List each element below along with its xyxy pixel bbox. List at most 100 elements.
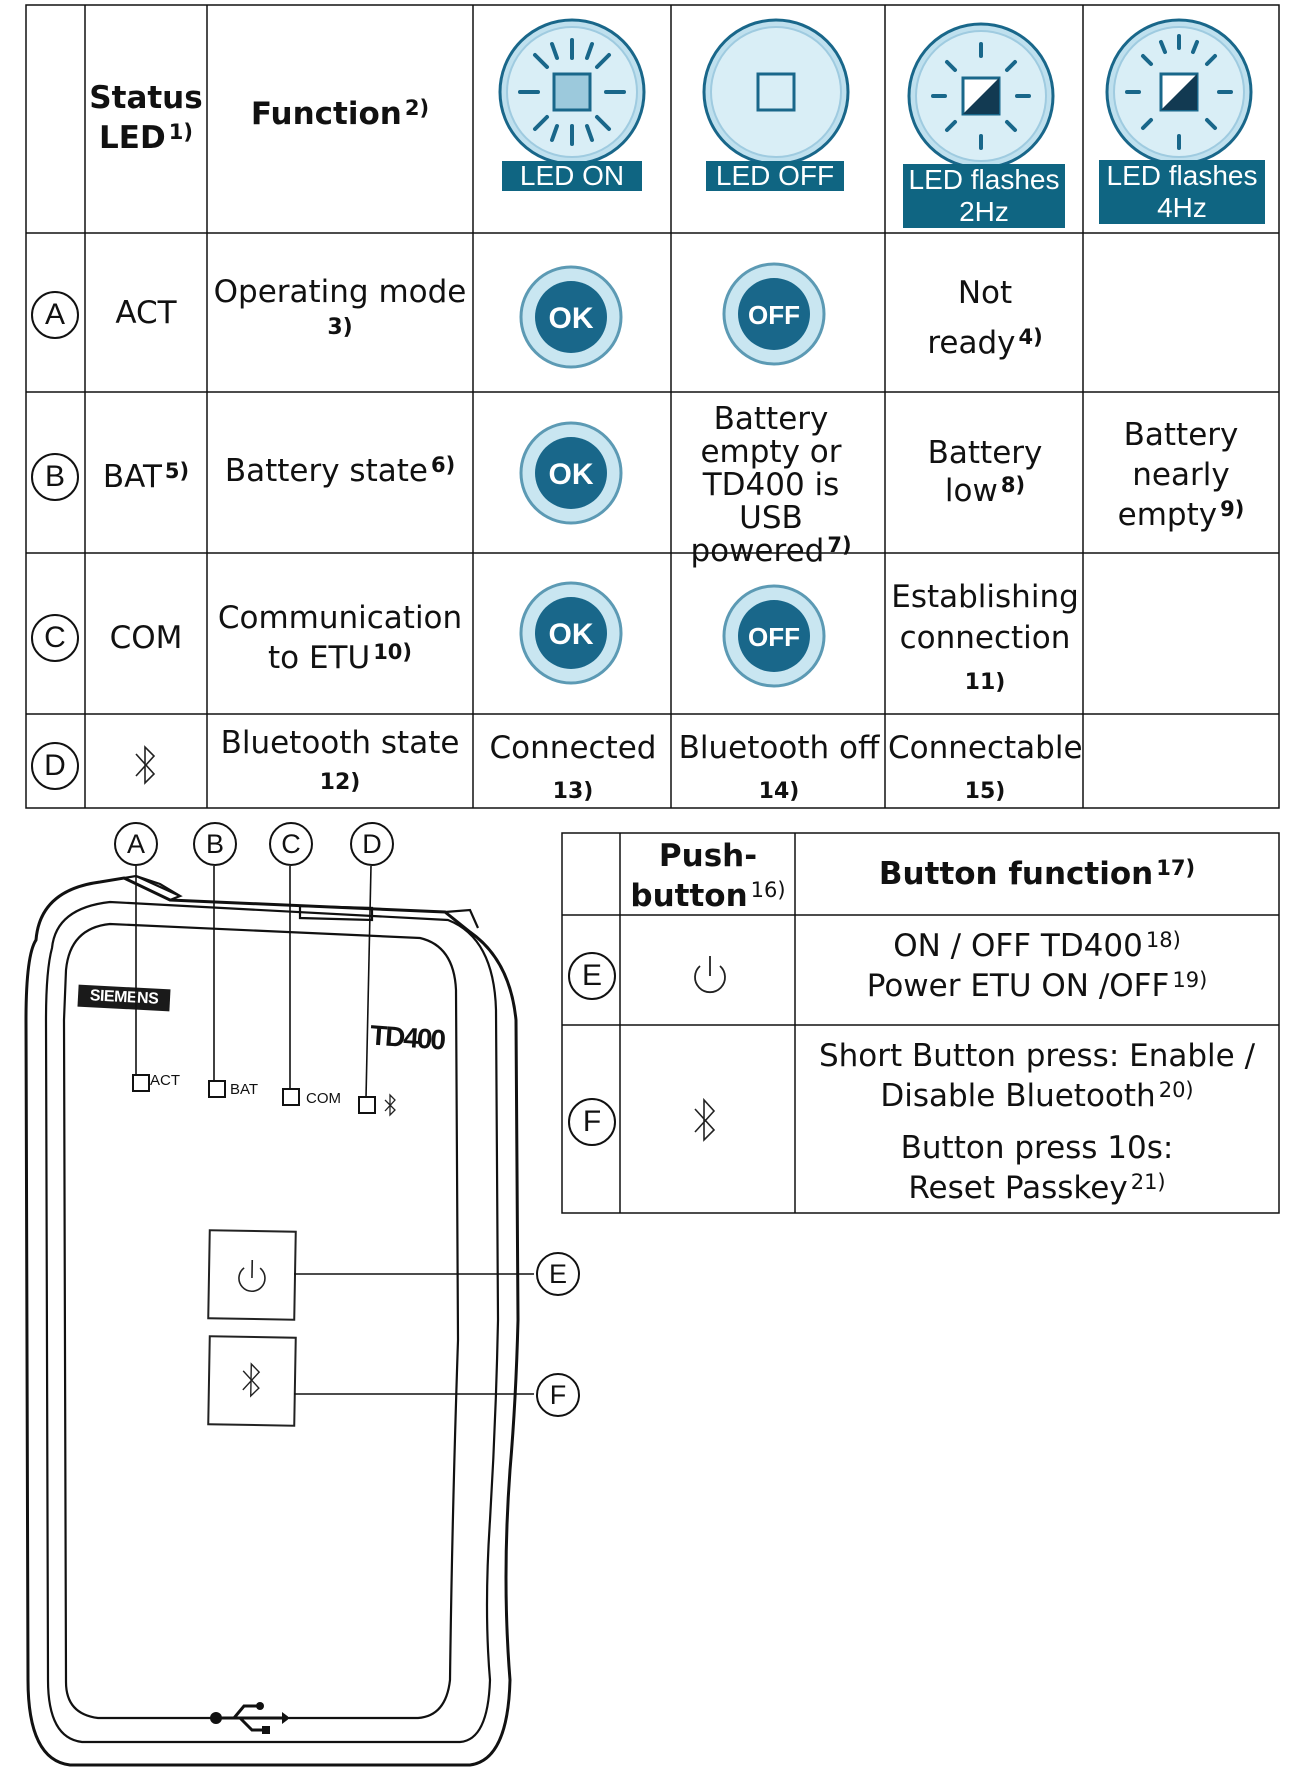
text-line: Battery xyxy=(713,401,829,437)
bt-off-text: Bluetooth off 14) xyxy=(674,728,884,812)
bat-led-label: BAT xyxy=(230,1081,259,1098)
bluetooth-icon xyxy=(694,1097,716,1142)
led-flash-4hz-icon xyxy=(1105,18,1253,166)
com-led-indicator xyxy=(282,1088,300,1106)
text-line: Disable Bluetooth xyxy=(880,1078,1156,1114)
footnote-ref: 6) xyxy=(430,453,456,477)
footnote-ref: 20) xyxy=(1158,1078,1194,1102)
row-marker-b: B xyxy=(31,453,79,501)
text-line: ON / OFF TD400 xyxy=(893,928,1143,964)
function-label: Operating mode xyxy=(213,274,467,310)
led-flash-2hz-label: LED flashes 2Hz xyxy=(903,164,1065,228)
ok-badge-text: OK xyxy=(549,302,594,335)
usb-icon xyxy=(210,1702,288,1734)
row-marker-c: C xyxy=(31,614,79,662)
callout-f: F xyxy=(536,1373,580,1417)
footnote-ref: 8) xyxy=(1000,473,1026,497)
callout-lines-ef xyxy=(294,1273,534,1395)
callout-b: B xyxy=(193,822,237,866)
bluetooth-icon xyxy=(384,1093,396,1117)
led-flash-4hz-label-line1: LED flashes xyxy=(1106,160,1258,191)
led-off-label: LED OFF xyxy=(706,161,844,191)
footnote-ref: 18) xyxy=(1145,928,1181,952)
text-line: Push- xyxy=(658,838,758,874)
off-badge-text: OFF xyxy=(748,300,800,330)
footnote-ref: 16) xyxy=(750,878,786,902)
led-flash-2hz-label-line2: 2Hz xyxy=(959,196,1009,227)
function-label: Bluetooth state xyxy=(220,725,460,761)
text-line: Communication xyxy=(217,600,463,636)
text-line: Reset Passkey xyxy=(908,1170,1128,1206)
header-status-led-line1: Status xyxy=(89,80,203,116)
led-on-label: LED ON xyxy=(502,161,642,191)
footnote-ref: 3) xyxy=(327,315,353,340)
led-name-com: COM xyxy=(109,620,183,656)
footnote-ref: 14) xyxy=(758,779,800,804)
text-line: Establishing xyxy=(891,579,1079,615)
led-flash-2hz-label-line1: LED flashes xyxy=(908,164,1060,195)
function-bluetooth-state: Bluetooth state 12) xyxy=(210,725,470,801)
bluetooth-icon xyxy=(242,1362,261,1398)
text-line: nearly xyxy=(1132,457,1230,493)
callout-d: D xyxy=(350,822,394,866)
button-f-function: Short Button press: Enable / Disable Blu… xyxy=(797,1036,1277,1208)
device-bluetooth-button[interactable] xyxy=(207,1335,297,1427)
text-line: Button press 10s: xyxy=(900,1130,1174,1166)
footnote-ref: 17) xyxy=(1156,856,1196,880)
header-status-led-line2: LED xyxy=(99,120,166,156)
text-line: Button function xyxy=(878,856,1154,892)
led-on-icon xyxy=(498,18,646,166)
act-led-label: ACT xyxy=(150,1072,180,1089)
footnote-ref: 11) xyxy=(964,670,1006,695)
off-badge-icon: OFF xyxy=(722,262,826,366)
ok-badge-text: OK xyxy=(549,618,594,651)
text-line: Bluetooth off xyxy=(678,730,880,766)
bt-connected-text: Connected 13) xyxy=(476,728,670,812)
bluetooth-icon xyxy=(135,745,156,785)
function-label: Battery state xyxy=(224,453,428,489)
ok-badge-text: OK xyxy=(549,458,594,491)
footnote-ref: 10) xyxy=(373,640,413,664)
act-led-indicator xyxy=(132,1074,150,1092)
callout-a: A xyxy=(114,822,158,866)
footnote-ref: 15) xyxy=(964,779,1006,804)
off-badge-text: OFF xyxy=(748,622,800,652)
text-line: low xyxy=(944,473,998,509)
text-line: Power ETU ON /OFF xyxy=(866,968,1170,1004)
off-badge-icon: OFF xyxy=(722,584,826,688)
led-flash-4hz-label: LED flashes 4Hz xyxy=(1099,160,1265,224)
td400-device xyxy=(24,874,520,1767)
text-line: Connected xyxy=(489,730,657,766)
ok-badge-icon: OK xyxy=(519,421,623,525)
bt-connectable-text: Connectable 15) xyxy=(888,728,1083,812)
text-line: to ETU xyxy=(267,640,371,676)
callout-e: E xyxy=(536,1252,580,1296)
header-function-label: Function xyxy=(250,96,402,132)
ok-badge-icon: OK xyxy=(519,581,623,685)
led-name-act: ACT xyxy=(115,295,177,331)
footnote-ref: 4) xyxy=(1018,325,1043,349)
text-line: Short Button press: Enable / xyxy=(818,1038,1256,1074)
led-flash-2hz-icon xyxy=(907,22,1055,170)
text-line: powered xyxy=(690,533,825,569)
callout-c: C xyxy=(269,822,313,866)
function-operating-mode: Operating mode 3) xyxy=(210,276,470,344)
power-icon xyxy=(694,956,726,993)
device-power-button[interactable] xyxy=(207,1229,297,1321)
text-line: connection xyxy=(899,620,1071,656)
text-line: Connectable xyxy=(888,730,1083,766)
footnote-ref: 21) xyxy=(1130,1170,1166,1194)
row-marker-d: D xyxy=(31,742,79,790)
row-marker-f: F xyxy=(568,1098,616,1146)
